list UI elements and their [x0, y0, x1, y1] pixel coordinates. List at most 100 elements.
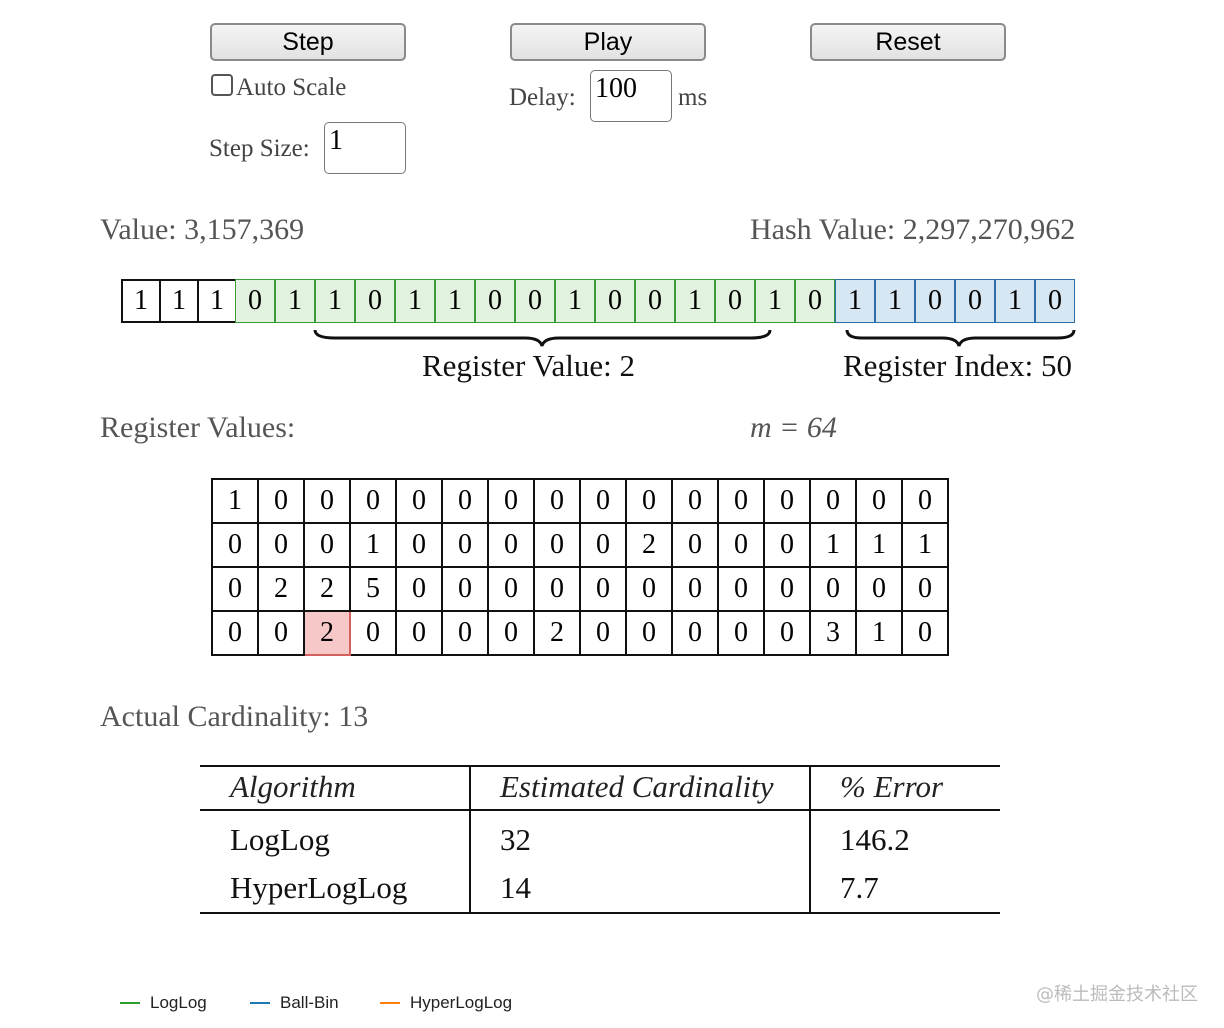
register-cell: 0 — [671, 522, 719, 568]
legend-label: Ball-Bin — [280, 993, 339, 1012]
register-cell: 0 — [395, 522, 443, 568]
register-cell: 0 — [809, 566, 857, 612]
reset-button[interactable]: Reset — [810, 23, 1006, 61]
table-col-divider — [809, 765, 811, 914]
register-value-bit: 0 — [795, 279, 835, 323]
table-bottom-rule — [200, 912, 1000, 914]
register-value-bit: 0 — [355, 279, 395, 323]
register-cell: 0 — [349, 610, 397, 656]
register-index-brace — [845, 329, 1076, 347]
register-cell: 0 — [625, 478, 673, 524]
register-index-bit: 0 — [955, 279, 995, 323]
header-algorithm: Algorithm — [230, 769, 356, 804]
register-cell: 0 — [211, 522, 259, 568]
delay-unit: ms — [678, 84, 708, 111]
register-cell: 0 — [395, 610, 443, 656]
register-cell: 0 — [487, 478, 535, 524]
register-cell: 0 — [579, 566, 627, 612]
register-cell: 0 — [809, 478, 857, 524]
register-cell: 0 — [487, 610, 535, 656]
register-cell: 0 — [441, 566, 489, 612]
delay-label: Delay: — [509, 84, 576, 111]
register-value-bit: 0 — [475, 279, 515, 323]
legend-label: HyperLogLog — [410, 993, 513, 1012]
register-value-bit: 1 — [755, 279, 795, 323]
register-cell: 1 — [809, 522, 857, 568]
register-cell: 0 — [349, 478, 397, 524]
register-cell: 0 — [211, 566, 259, 612]
play-button[interactable]: Play — [510, 23, 706, 61]
register-value-bit: 1 — [275, 279, 315, 323]
register-value-bit: 0 — [715, 279, 755, 323]
register-cell: 1 — [901, 522, 949, 568]
register-cell: 0 — [763, 610, 811, 656]
register-values-heading: Register Values: — [100, 411, 296, 444]
register-value-bit: 1 — [435, 279, 475, 323]
register-cell: 0 — [855, 478, 903, 524]
register-cell: 0 — [395, 478, 443, 524]
register-cell: 0 — [901, 566, 949, 612]
register-cell: 0 — [625, 610, 673, 656]
register-cell: 0 — [579, 610, 627, 656]
register-cell: 2 — [533, 610, 581, 656]
table-cell-algorithm: HyperLogLog — [230, 870, 408, 905]
register-cell: 0 — [717, 566, 765, 612]
register-cell: 0 — [671, 478, 719, 524]
register-cell: 0 — [901, 610, 949, 656]
register-cell: 2 — [257, 566, 305, 612]
table-col-divider — [469, 765, 471, 914]
register-cell: 0 — [303, 522, 351, 568]
header-percent-error: % Error — [840, 769, 944, 804]
table-cell-error: 7.7 — [840, 870, 879, 905]
delay-input[interactable]: 100 — [590, 70, 672, 122]
register-cell-highlighted: 2 — [303, 610, 351, 656]
register-value-bit: 0 — [515, 279, 555, 323]
register-cell: 0 — [533, 522, 581, 568]
step-size-input[interactable]: 1 — [324, 122, 406, 174]
step-button[interactable]: Step — [210, 23, 406, 61]
register-cell: 0 — [717, 478, 765, 524]
step-size-label: Step Size: — [209, 135, 310, 162]
table-cell-estimate: 14 — [500, 870, 531, 905]
register-cell: 0 — [671, 610, 719, 656]
register-value-bit: 1 — [315, 279, 355, 323]
auto-scale-checkbox[interactable] — [211, 74, 233, 96]
legend-item-hyperloglog: HyperLogLog — [380, 993, 512, 1013]
register-cell: 0 — [441, 478, 489, 524]
register-cell: 0 — [671, 566, 719, 612]
register-cell: 2 — [625, 522, 673, 568]
hash-bit: 1 — [159, 279, 199, 323]
register-value-bit: 1 — [675, 279, 715, 323]
register-cell: 0 — [579, 478, 627, 524]
register-cell: 0 — [763, 478, 811, 524]
hash-bit: 1 — [197, 279, 237, 323]
register-cell: 0 — [441, 522, 489, 568]
table-top-rule — [200, 765, 1000, 767]
watermark: @稀土掘金技术社区 — [1036, 984, 1198, 1005]
register-cell: 0 — [717, 522, 765, 568]
register-cell: 0 — [855, 566, 903, 612]
value-display: Value: 3,157,369 — [100, 213, 305, 246]
register-value-bit: 0 — [595, 279, 635, 323]
register-index-bit: 0 — [915, 279, 955, 323]
register-cell: 2 — [303, 566, 351, 612]
register-value-bit: 0 — [235, 279, 275, 323]
register-cell: 0 — [441, 610, 489, 656]
legend-line-icon — [380, 1002, 400, 1004]
register-cell: 0 — [533, 566, 581, 612]
register-cell: 0 — [257, 522, 305, 568]
actual-cardinality: Actual Cardinality: 13 — [100, 700, 369, 733]
register-cell: 0 — [763, 522, 811, 568]
table-cell-algorithm: LogLog — [230, 822, 330, 857]
register-cell: 0 — [395, 566, 443, 612]
register-count-label: m = 64 — [750, 411, 837, 444]
register-value-bit: 0 — [635, 279, 675, 323]
register-cell: 1 — [211, 478, 259, 524]
table-header-rule — [200, 809, 1000, 811]
register-index-bit: 1 — [995, 279, 1035, 323]
